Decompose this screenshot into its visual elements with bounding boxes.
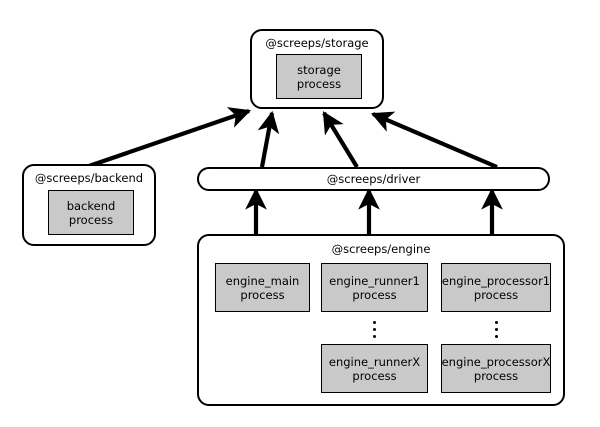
process-engine-runnerx[interactable]: engine_runnerX process xyxy=(321,344,428,393)
process-backend-line1: backend xyxy=(66,198,116,213)
arrow-driver-to-storage-middle xyxy=(322,111,359,169)
process-engine-main[interactable]: engine_main process xyxy=(215,263,310,312)
arrow-driver-to-storage-left xyxy=(257,110,280,168)
process-engine-processor1[interactable]: engine_processor1 process xyxy=(441,263,551,312)
process-storage-line1: storage xyxy=(297,62,341,77)
arrow-driver-to-storage-right xyxy=(370,111,498,169)
package-storage[interactable]: @screeps/storage storage process xyxy=(250,29,384,109)
process-backend[interactable]: backend process xyxy=(48,190,134,235)
package-backend[interactable]: @screeps/backend backend process xyxy=(22,164,156,246)
vertical-ellipsis-icon-runner xyxy=(367,317,381,338)
package-engine[interactable]: @screeps/engine engine_main process engi… xyxy=(197,234,565,406)
process-engine-processorx-line1: engine_processorX xyxy=(441,354,551,369)
process-backend-line2: process xyxy=(68,212,114,227)
process-engine-runner1[interactable]: engine_runner1 process xyxy=(321,263,428,312)
package-driver-label: @screeps/driver xyxy=(326,172,421,186)
process-engine-runnerx-line2: process xyxy=(352,368,397,383)
vertical-ellipsis-icon-processor xyxy=(489,317,503,338)
process-engine-runner1-line2: process xyxy=(352,287,397,302)
package-engine-label: @screeps/engine xyxy=(331,242,431,256)
process-engine-processorx[interactable]: engine_processorX process xyxy=(441,344,551,393)
process-engine-processor1-line2: process xyxy=(473,287,519,302)
package-driver[interactable]: @screeps/driver xyxy=(197,167,550,191)
process-storage[interactable]: storage process xyxy=(276,54,362,99)
package-backend-label: @screeps/backend xyxy=(34,171,144,185)
process-engine-processor1-line1: engine_processor1 xyxy=(441,273,551,288)
process-engine-runner1-line1: engine_runner1 xyxy=(329,273,420,288)
arrow-backend-to-storage xyxy=(88,107,252,168)
process-engine-runnerx-line1: engine_runnerX xyxy=(328,354,421,369)
process-engine-main-line1: engine_main xyxy=(225,273,300,288)
process-engine-processorx-line2: process xyxy=(473,368,519,383)
package-storage-label: @screeps/storage xyxy=(265,36,369,50)
process-engine-main-line2: process xyxy=(240,287,285,302)
process-storage-line2: process xyxy=(296,76,342,91)
